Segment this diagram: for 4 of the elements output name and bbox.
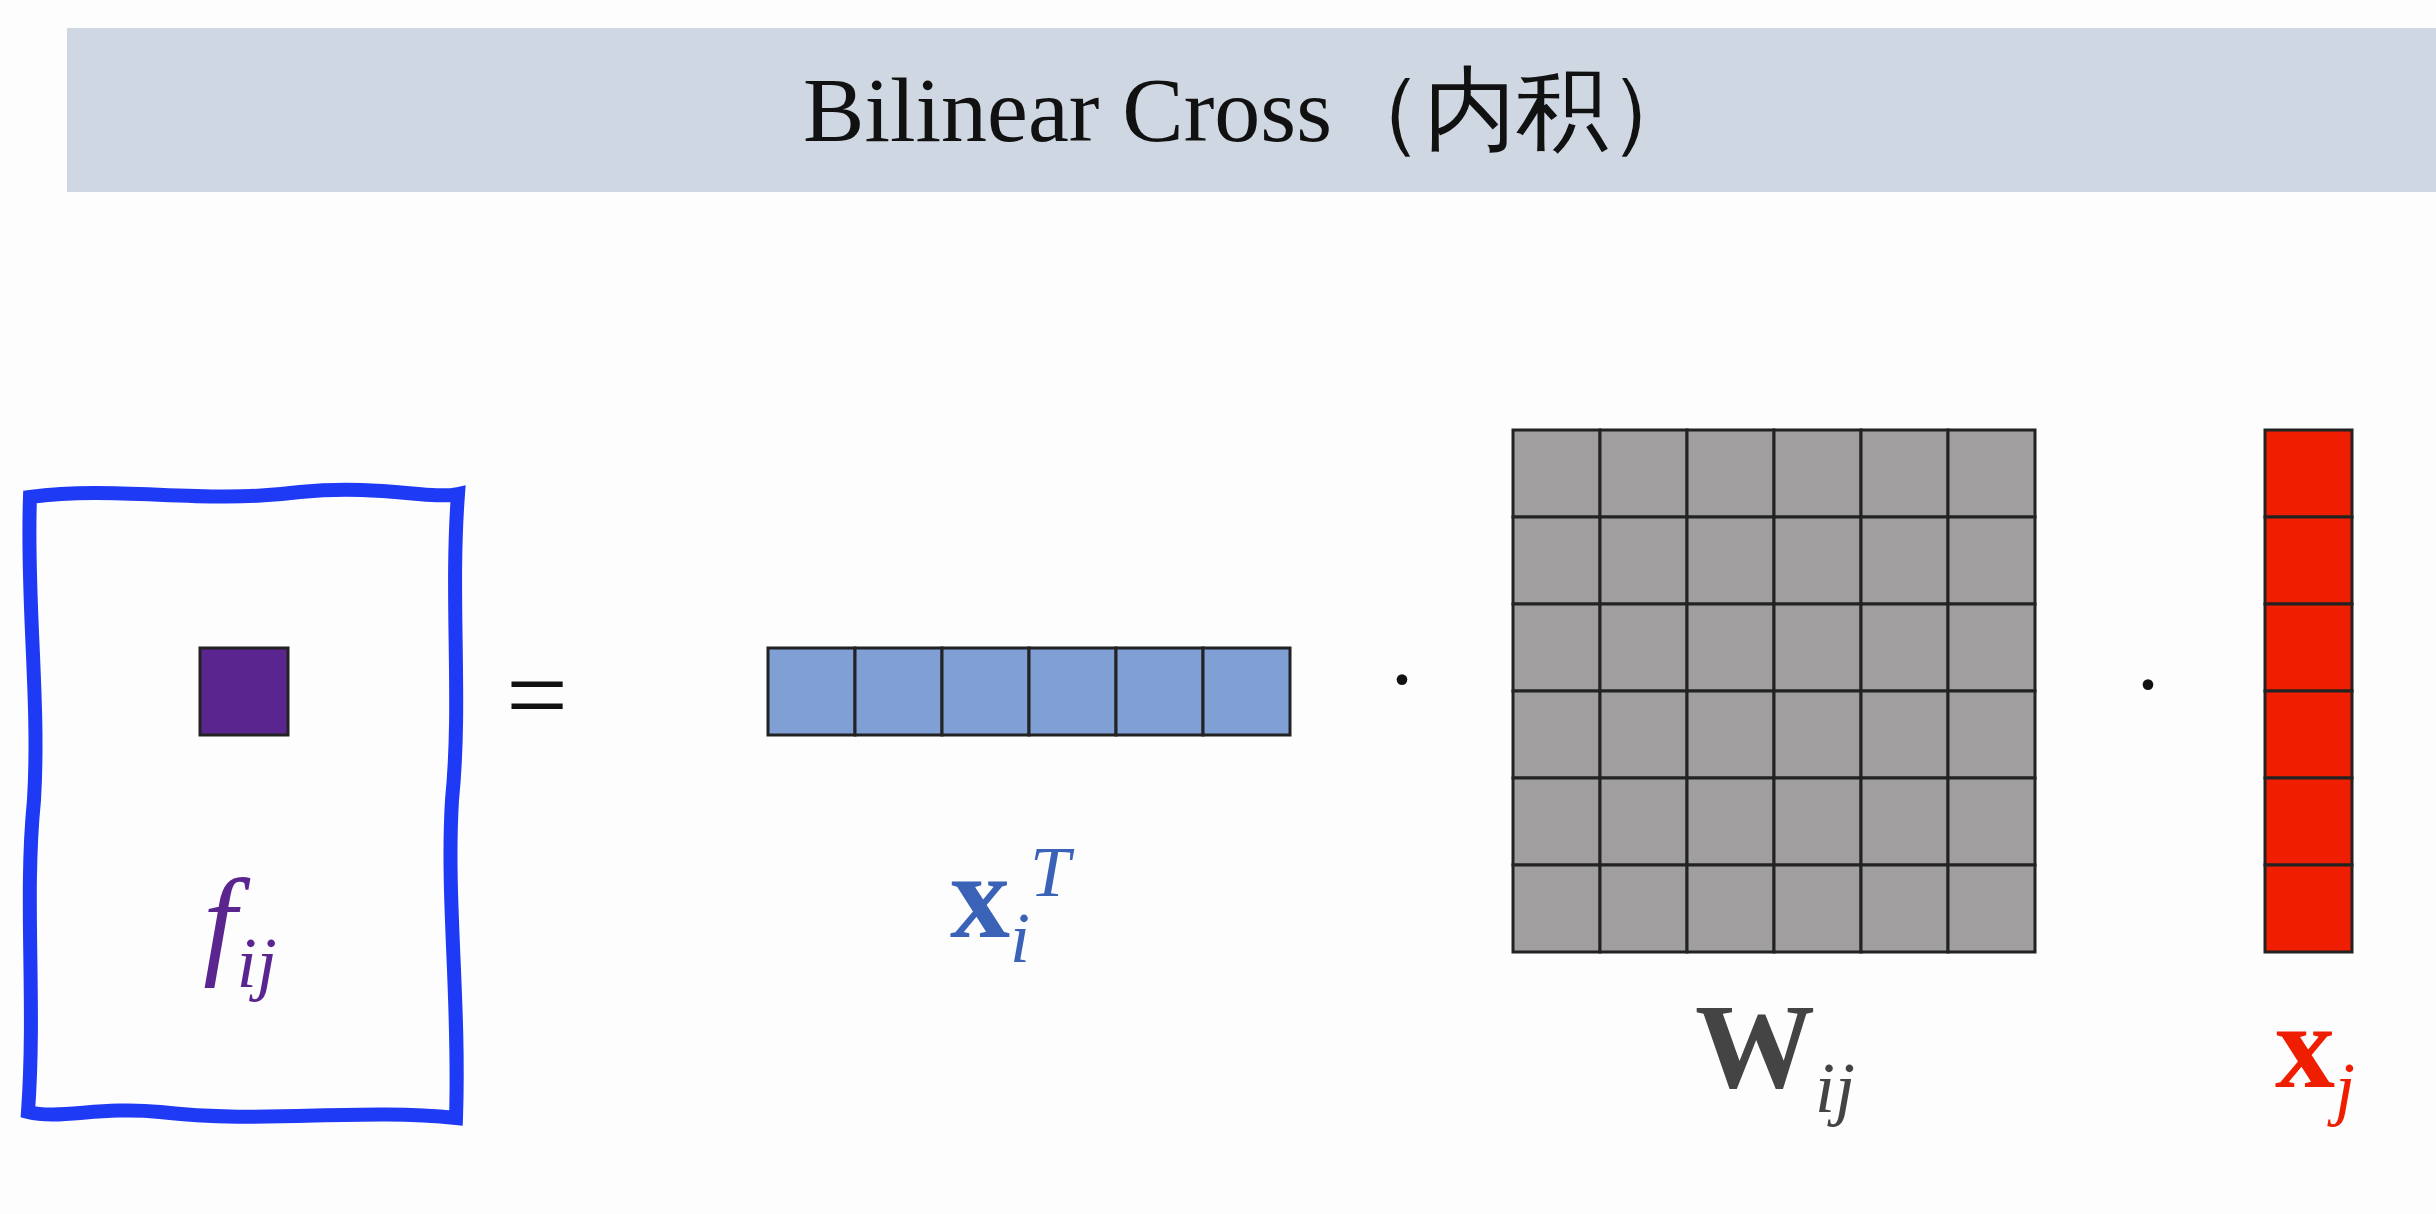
dot-operator: · <box>2133 640 2163 730</box>
title: Bilinear Cross（内积） <box>803 58 1700 163</box>
equals-sign: = <box>506 640 568 750</box>
dot-operator: · <box>1387 635 1417 725</box>
